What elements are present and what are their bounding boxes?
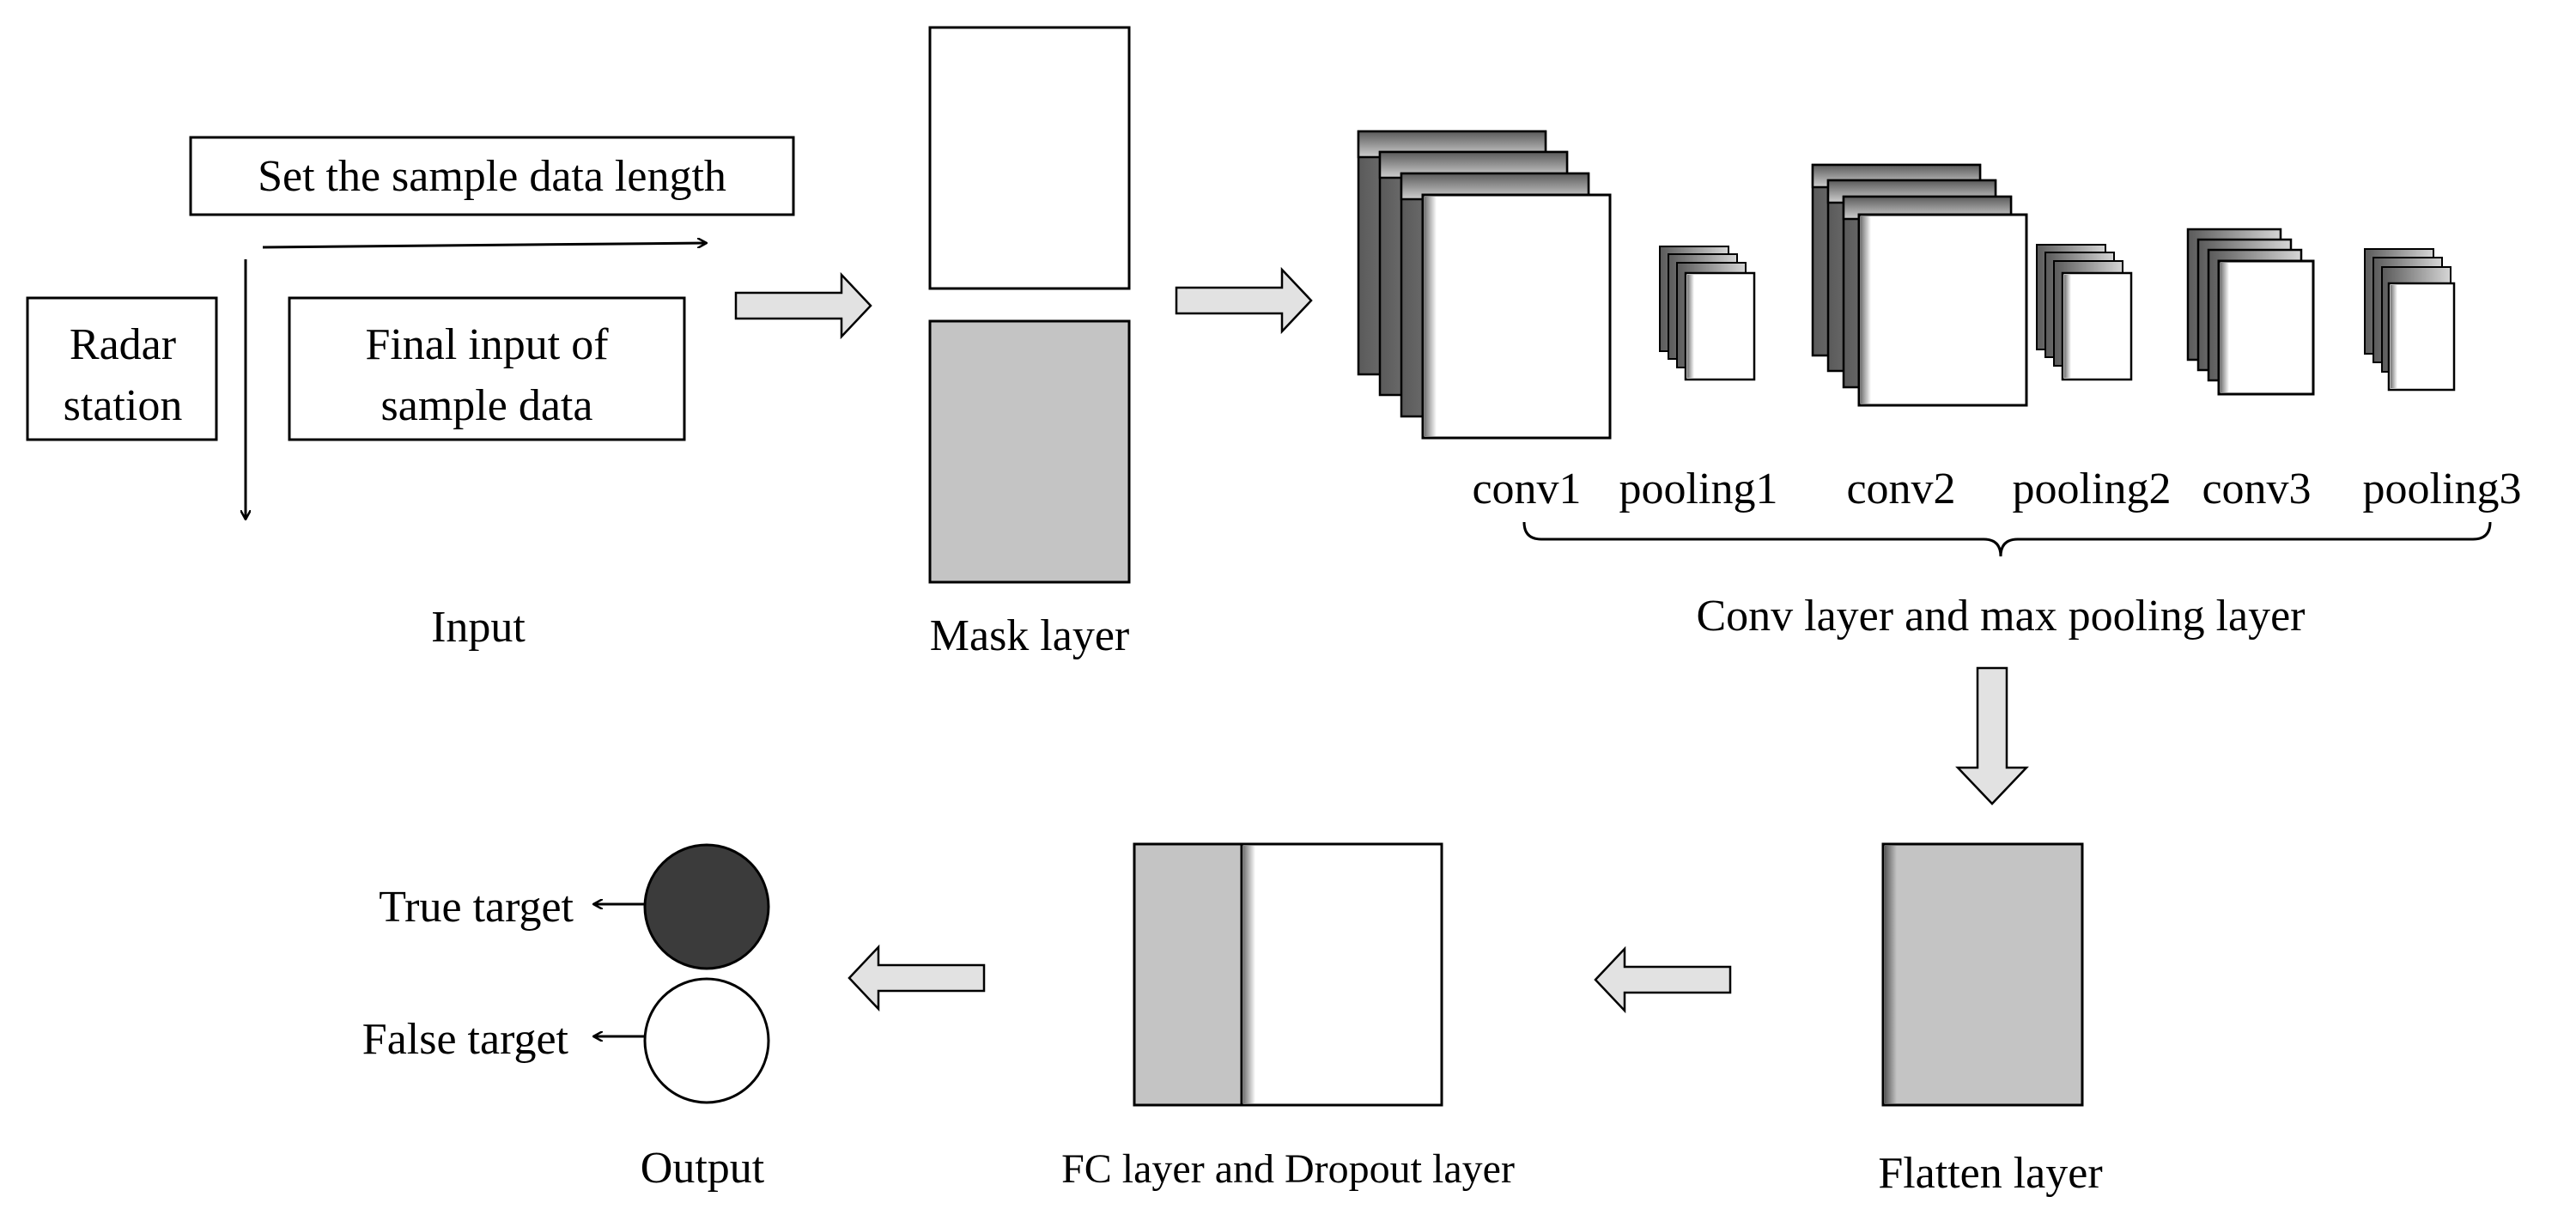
arrow-flatten-to-fc <box>1594 945 1732 1014</box>
label-conv3: conv3 <box>2202 465 2311 513</box>
sample-length-label: Set the sample data length <box>258 152 726 201</box>
mask-block-bottom <box>928 319 1131 584</box>
mask-caption: Mask layer <box>930 611 1129 660</box>
input-section: Set the sample data length Radar station… <box>26 136 795 652</box>
input-caption: Input <box>431 603 526 652</box>
label-pooling3: pooling3 <box>2363 465 2522 513</box>
conv-caption: Conv layer and max pooling layer <box>1696 592 2305 641</box>
false-target-node <box>643 977 770 1104</box>
label-pooling2: pooling2 <box>2013 465 2172 513</box>
sample-length-box <box>189 136 795 216</box>
label-conv2: conv2 <box>1846 465 1955 513</box>
pooling2-stack <box>2036 244 2133 381</box>
fc-block-gray <box>1133 842 1243 1107</box>
flatten-block <box>1881 842 2084 1107</box>
final-input-box <box>288 296 686 441</box>
fc-dropout-layer: FC layer and Dropout layer <box>1061 842 1515 1192</box>
radar-station-label-1: Radar <box>70 320 176 369</box>
final-input-label-1: Final input of <box>365 320 609 369</box>
arrow-fc-to-output <box>848 944 986 1012</box>
conv3-stack <box>2186 228 2315 396</box>
time-axis-arrow <box>262 243 706 249</box>
fc-caption: FC layer and Dropout layer <box>1061 1146 1515 1192</box>
arrow-mask-to-conv <box>1175 266 1313 335</box>
arrow-conv-to-flatten <box>1955 666 2029 805</box>
label-pooling1: pooling1 <box>1619 465 1778 513</box>
output-caption: Output <box>641 1144 765 1193</box>
pooling3-stack <box>2364 248 2456 392</box>
conv2-stack <box>1811 163 2028 407</box>
arrow-input-to-mask <box>734 271 872 340</box>
pooling1-stack <box>1659 246 1756 381</box>
grouping-brace <box>1522 521 2492 557</box>
flatten-layer: Flatten layer <box>1878 842 2103 1198</box>
true-target-label: True target <box>379 883 574 932</box>
true-target-node <box>643 843 770 970</box>
final-input-label-2: sample data <box>381 381 593 430</box>
label-conv1: conv1 <box>1472 465 1581 513</box>
conv-pooling-section: conv1 pooling1 conv2 pooling2 conv3 pool… <box>1357 130 2522 641</box>
conv1-stack <box>1357 130 1612 440</box>
mask-block-top <box>928 26 1131 290</box>
radar-station-label-2: station <box>64 381 183 430</box>
flatten-caption: Flatten layer <box>1878 1149 2102 1198</box>
radar-station-box <box>26 296 218 441</box>
mask-layer: Mask layer <box>928 26 1131 660</box>
false-target-label: False target <box>362 1015 569 1064</box>
output-section: True target False target Output <box>362 843 770 1193</box>
fc-block-white <box>1240 842 1443 1107</box>
